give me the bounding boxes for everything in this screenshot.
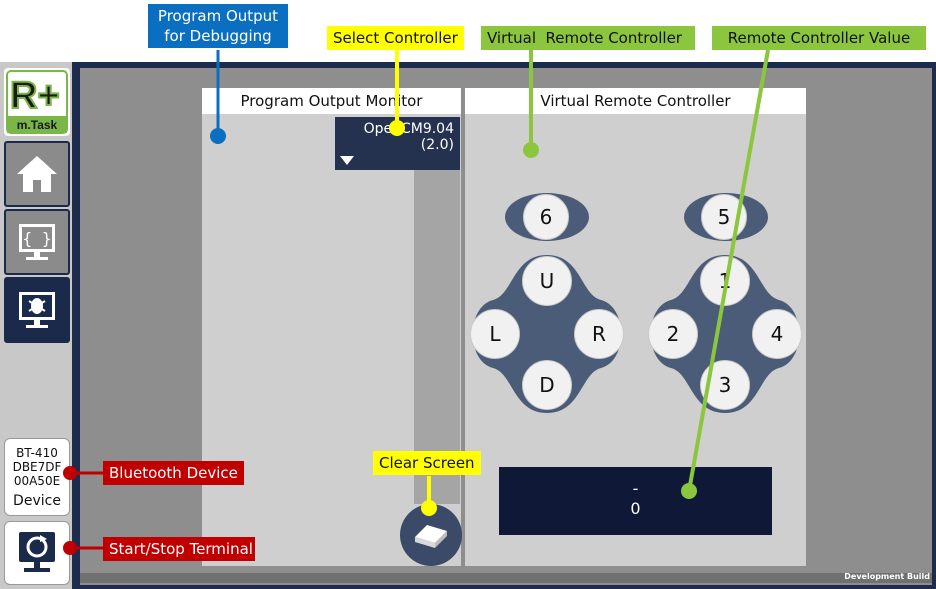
home-button[interactable] xyxy=(4,141,70,207)
remote-value-line-1: - xyxy=(632,479,639,498)
callout-bluetooth-device: Bluetooth Device xyxy=(103,461,244,485)
dropdown-triangle-icon xyxy=(340,156,354,165)
controller-version: (2.0) xyxy=(420,137,454,153)
device-line-2: DBE7DF xyxy=(12,460,62,474)
remote-value-display: - 0 xyxy=(499,467,772,535)
remote-panel-title: Virtual Remote Controller xyxy=(465,88,806,114)
device-line-1: BT-410 xyxy=(16,446,58,460)
controller-select[interactable]: OpenCM9.04 (2.0) xyxy=(335,117,460,170)
remote-value-line-2: 0 xyxy=(630,499,641,518)
remote-button-d[interactable]: D xyxy=(522,360,572,410)
device-line-3: 00A50E xyxy=(13,474,61,488)
device-label: Device xyxy=(13,493,61,509)
callout-virtual-remote: Virtual Remote Controller xyxy=(481,26,695,50)
svg-text:{ }: { } xyxy=(23,229,52,248)
output-scrollbar[interactable] xyxy=(414,170,460,504)
home-icon xyxy=(17,156,57,192)
remote-button-4[interactable]: 4 xyxy=(752,309,802,359)
bug-monitor-icon xyxy=(19,292,55,328)
eraser-icon xyxy=(415,525,447,548)
development-build-label: Development Build xyxy=(844,572,930,581)
bottom-strip xyxy=(80,573,932,583)
debug-monitor-button[interactable] xyxy=(4,277,70,343)
code-monitor-icon: { } xyxy=(19,224,55,260)
start-stop-terminal-button[interactable] xyxy=(4,521,70,585)
callout-remote-value: Remote Controller Value xyxy=(712,26,926,50)
logo-sub-text: m.Task xyxy=(17,118,58,132)
callout-program-output: Program Output for Debugging xyxy=(148,4,288,48)
remote-button-l[interactable]: L xyxy=(470,309,520,359)
callout-start-stop: Start/Stop Terminal xyxy=(103,537,255,561)
terminal-refresh-icon xyxy=(19,532,55,572)
logo-main-text: R+ xyxy=(10,75,60,117)
callout-select-controller: Select Controller xyxy=(327,26,464,50)
remote-button-6[interactable]: 6 xyxy=(523,194,569,240)
remote-button-2[interactable]: 2 xyxy=(648,309,698,359)
remote-button-r[interactable]: R xyxy=(574,309,624,359)
app-logo: R+ m.Task xyxy=(4,68,70,136)
controller-name: OpenCM9.04 xyxy=(363,121,454,137)
bluetooth-device-box[interactable]: BT-410 DBE7DF 00A50E Device xyxy=(4,438,70,516)
left-dpad-base xyxy=(472,255,622,413)
right-dpad-base xyxy=(650,255,800,413)
remote-button-u[interactable]: U xyxy=(522,256,572,306)
callout-clear-screen: Clear Screen xyxy=(373,451,481,475)
output-panel-title: Program Output Monitor xyxy=(202,88,461,114)
task-code-button[interactable]: { } xyxy=(4,209,70,275)
